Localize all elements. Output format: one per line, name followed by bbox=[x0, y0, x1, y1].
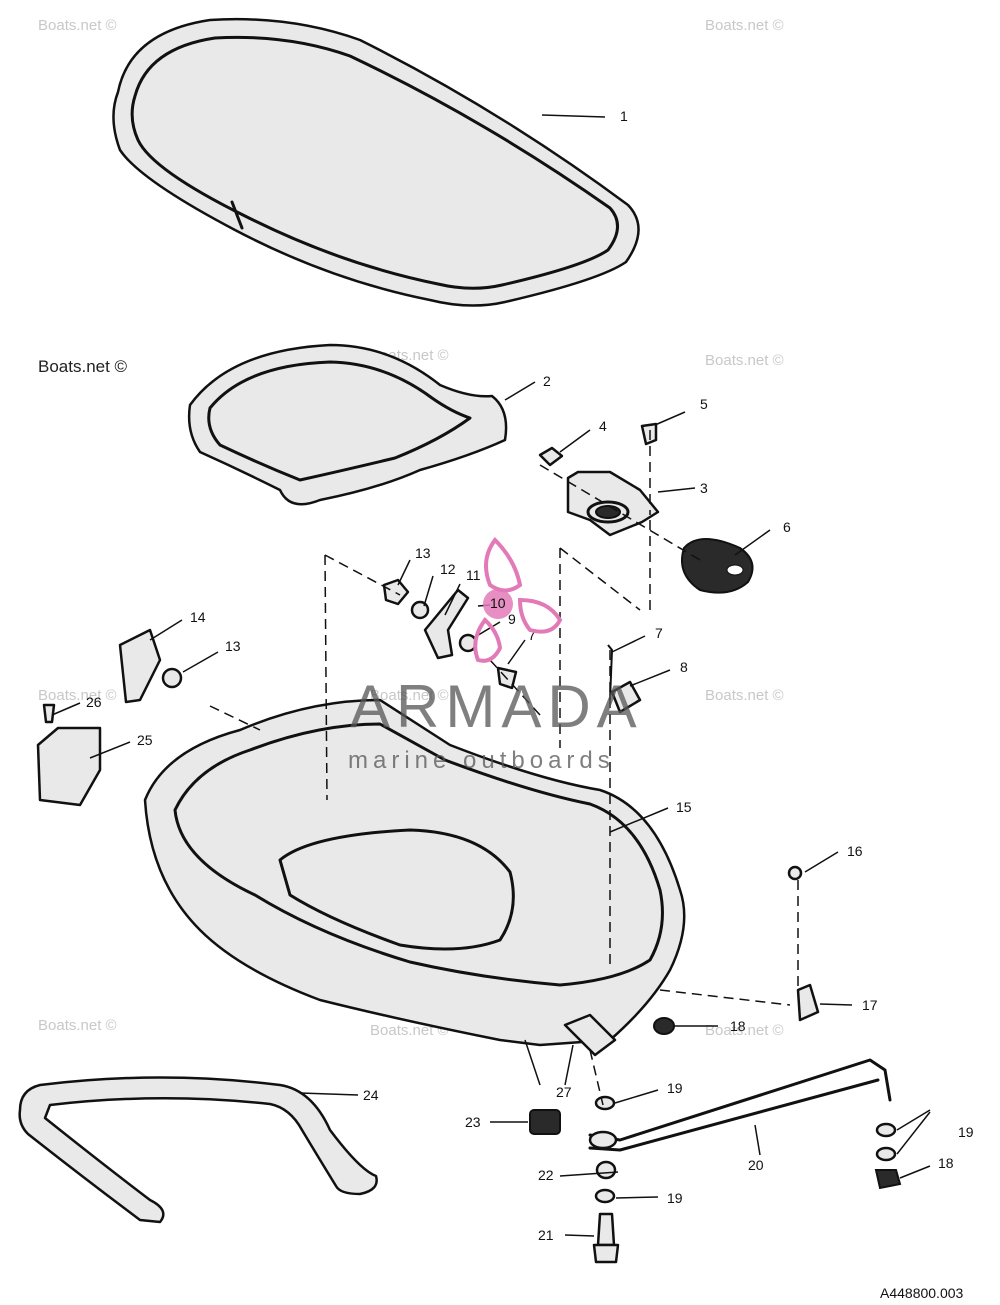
part-label-5: 5 bbox=[700, 396, 708, 412]
watermark: Boats.net © bbox=[705, 352, 784, 369]
part-label-13a: 13 bbox=[415, 545, 431, 561]
part-1-top-seal bbox=[112, 17, 640, 307]
part-2-lower-seal bbox=[187, 343, 508, 506]
watermark: Boats.net © bbox=[38, 17, 117, 34]
part-label-12: 12 bbox=[440, 561, 456, 577]
part-label-13b: 13 bbox=[225, 638, 241, 654]
part-16-screw bbox=[787, 865, 803, 881]
part-label-14: 14 bbox=[190, 609, 206, 625]
part-label-17: 17 bbox=[862, 997, 878, 1013]
assembly-line bbox=[209, 430, 799, 1106]
part-12-washer bbox=[410, 600, 430, 620]
part-label-9: 9 bbox=[508, 611, 516, 627]
part-23-plug bbox=[529, 1109, 561, 1135]
part-label-8: 8 bbox=[680, 659, 688, 675]
part-label-7b: 7 bbox=[655, 625, 663, 641]
part-label-21: 21 bbox=[538, 1227, 554, 1243]
part-label-26: 26 bbox=[86, 694, 102, 710]
part-label-4: 4 bbox=[599, 418, 607, 434]
part-label-22: 22 bbox=[538, 1167, 554, 1183]
part-label-2: 2 bbox=[543, 373, 551, 389]
part-label-19a: 19 bbox=[667, 1080, 683, 1096]
part-label-19c: 19 bbox=[667, 1190, 683, 1206]
part-18-nut-a bbox=[653, 1017, 675, 1035]
brand-name: ARMADA bbox=[350, 673, 643, 740]
part-18-nut-b bbox=[874, 1169, 902, 1190]
part-label-27: 27 bbox=[556, 1084, 572, 1100]
part-label-18b: 18 bbox=[938, 1155, 954, 1171]
part-label-18a: 18 bbox=[730, 1018, 746, 1034]
part-label-24: 24 bbox=[363, 1087, 379, 1103]
part-27-block bbox=[563, 1013, 617, 1057]
part-13-nut bbox=[382, 578, 410, 606]
watermark: Boats.net © bbox=[705, 687, 784, 704]
part-label-3: 3 bbox=[700, 480, 708, 496]
part-19-washer-b bbox=[594, 1188, 616, 1204]
part-label-23: 23 bbox=[465, 1114, 481, 1130]
part-4-screw bbox=[538, 446, 564, 467]
part-21-bolt bbox=[592, 1212, 620, 1264]
watermark: Boats.net © bbox=[370, 687, 449, 704]
part-14-lever bbox=[118, 628, 162, 704]
leader-lines bbox=[51, 114, 931, 1237]
watermark: Boats.net © bbox=[38, 687, 117, 704]
part-17-bracket bbox=[796, 983, 820, 1022]
part-label-7a: 7 bbox=[528, 627, 536, 643]
part-24-handle bbox=[18, 1076, 378, 1224]
watermark: Boats.net © bbox=[38, 1017, 117, 1034]
part-8-clip bbox=[610, 680, 642, 714]
part-label-6: 6 bbox=[783, 519, 791, 535]
part-20-rod bbox=[588, 1058, 892, 1152]
drawing-code: A448800.003 bbox=[880, 1285, 964, 1301]
watermark: Boats.net © bbox=[705, 17, 784, 34]
part-label-11: 11 bbox=[466, 567, 481, 583]
watermark: Boats.net © bbox=[705, 1022, 784, 1039]
part-label-15: 15 bbox=[676, 799, 692, 815]
part-6-grommet bbox=[681, 538, 754, 594]
part-3-bracket bbox=[566, 470, 660, 537]
watermark: Boats.net © bbox=[38, 357, 128, 376]
part-15-cowl bbox=[143, 698, 686, 1047]
part-label-1: 1 bbox=[620, 108, 628, 124]
part-25-cover bbox=[36, 726, 102, 807]
part-label-16: 16 bbox=[847, 843, 863, 859]
part-19-washer-a bbox=[594, 1095, 616, 1111]
part-label-25: 25 bbox=[137, 732, 153, 748]
part-5-screw bbox=[640, 422, 658, 446]
brand-tagline: marine outboards bbox=[348, 747, 615, 774]
part-label-20: 20 bbox=[748, 1157, 764, 1173]
part-label-10: 10 bbox=[490, 595, 506, 611]
part-13-nut-b bbox=[161, 667, 183, 689]
part-22-bushing bbox=[595, 1160, 617, 1180]
part-11-latch bbox=[423, 588, 470, 660]
part-26-screw bbox=[42, 703, 56, 724]
part-label-19b: 19 bbox=[958, 1124, 974, 1140]
armada-logo-icon bbox=[473, 536, 563, 663]
part-19-washers-c bbox=[875, 1122, 897, 1162]
